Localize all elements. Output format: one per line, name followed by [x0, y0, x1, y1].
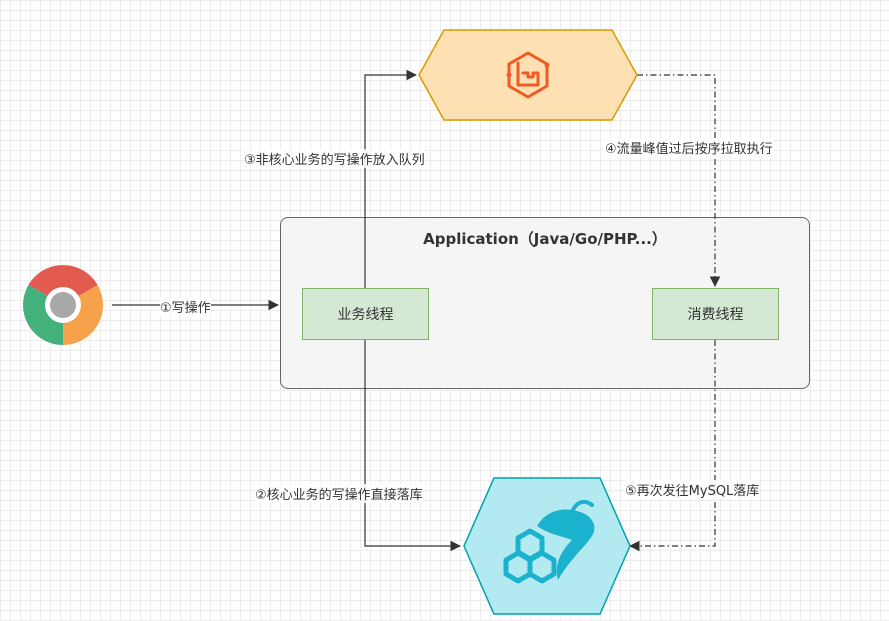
edge-label-write: ①写操作: [160, 297, 211, 316]
edge-consumer-db: [628, 340, 716, 552]
edge-label-dequeue: ④流量峰值过后按序拉取执行: [605, 138, 773, 157]
edge-enqueue: [364, 69, 418, 288]
business-thread-box: 业务线程: [302, 288, 429, 340]
consumer-thread-label: 消费线程: [687, 307, 744, 323]
business-thread-label: 业务线程: [337, 307, 394, 323]
edge-label-direct-db: ②核心业务的写操作直接落库: [255, 484, 423, 503]
chrome-icon: [23, 265, 103, 345]
edge-direct-db: [364, 340, 462, 552]
edge-label-consumer-db: ⑤再次发往MySQL落库: [625, 480, 760, 499]
application-title: Application（Java/Go/PHP...）: [423, 230, 667, 248]
mysql-dolphin-icon: [503, 499, 595, 584]
edge-label-enqueue: ③非核心业务的写操作放入队列: [244, 149, 425, 168]
mysql-node: [463, 477, 631, 615]
message-queue-icon: [506, 51, 550, 99]
consumer-thread-box: 消费线程: [652, 288, 779, 340]
message-queue-node: [418, 29, 638, 121]
edge-dequeue: [637, 74, 721, 288]
